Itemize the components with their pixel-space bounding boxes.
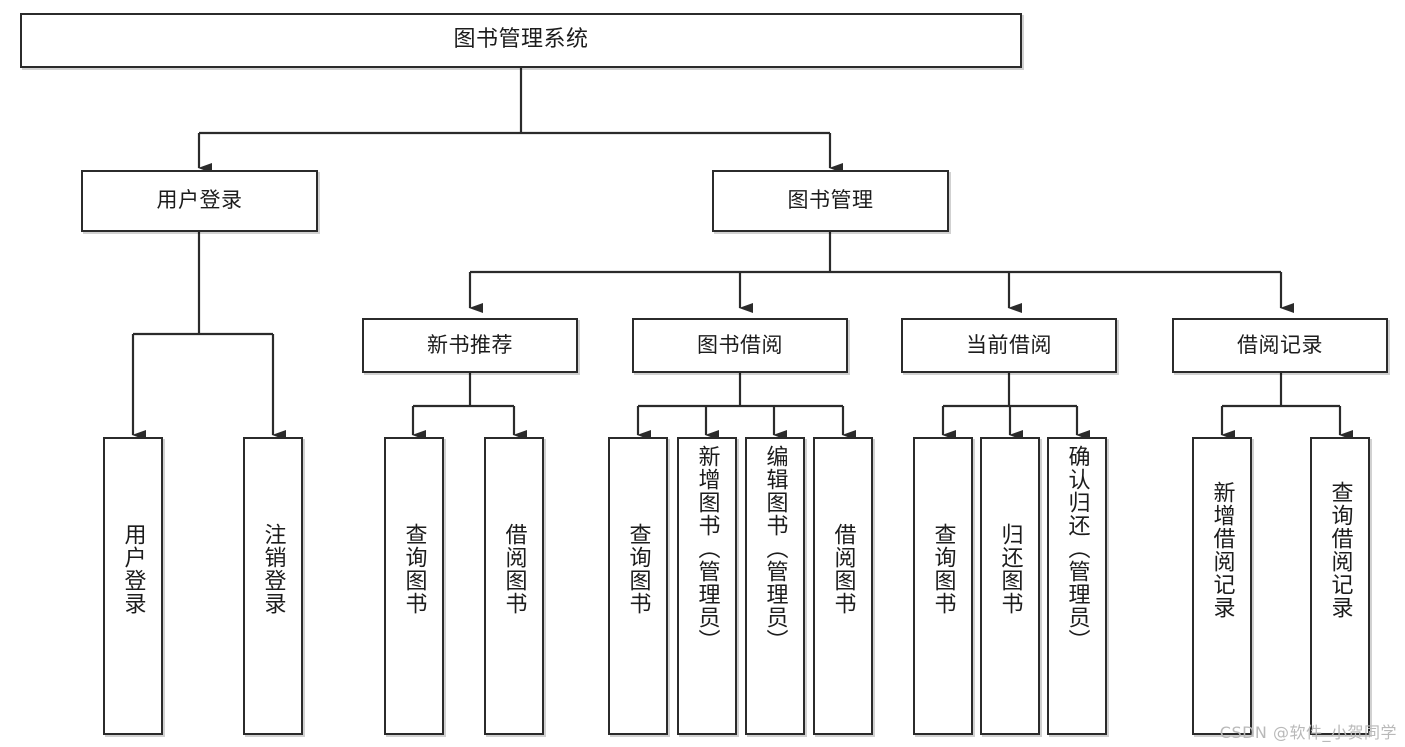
node-book-manage[interactable]: 图书管理 — [712, 170, 949, 232]
node-label: 图书管理系统 — [453, 27, 589, 53]
node-leaf-cur-return-book[interactable]: 归还图书 — [980, 437, 1040, 735]
node-label: 图书管理 — [787, 188, 874, 213]
node-leaf-rec-borrow-book[interactable]: 借阅图书 — [484, 437, 544, 735]
node-label: 查询图书 — [625, 523, 651, 615]
node-leaf-rec-query-book[interactable]: 查询图书 — [384, 437, 444, 735]
node-label: 新书推荐 — [427, 332, 513, 357]
node-borrow-record[interactable]: 借阅记录 — [1172, 318, 1388, 373]
node-label: 确认归还（管理员） — [1064, 445, 1090, 652]
node-leaf-cur-query-book[interactable]: 查询图书 — [913, 437, 973, 735]
node-leaf-borrow-add-book[interactable]: 新增图书（管理员） — [677, 437, 737, 735]
node-label: 查询图书 — [401, 523, 427, 615]
node-leaf-rec-query-record[interactable]: 查询借阅记录 — [1310, 437, 1370, 735]
node-leaf-user-logout[interactable]: 注销登录 — [243, 437, 303, 735]
node-label: 借阅图书 — [501, 523, 527, 615]
node-book-borrow[interactable]: 图书借阅 — [632, 318, 848, 373]
node-book-management-system[interactable]: 图书管理系统 — [20, 13, 1022, 68]
node-label: 归还图书 — [997, 523, 1023, 615]
node-label: 图书借阅 — [697, 332, 783, 357]
node-label: 用户登录 — [156, 188, 243, 213]
node-label: 用户登录 — [120, 523, 146, 615]
node-label: 新增借阅记录 — [1209, 481, 1235, 619]
node-user-login[interactable]: 用户登录 — [81, 170, 318, 232]
node-label: 当前借阅 — [966, 332, 1052, 357]
node-new-book-rec[interactable]: 新书推荐 — [362, 318, 578, 373]
node-label: 新增图书（管理员） — [694, 445, 720, 652]
node-label: 查询借阅记录 — [1327, 481, 1353, 619]
node-leaf-cur-confirm-return[interactable]: 确认归还（管理员） — [1047, 437, 1107, 735]
node-leaf-user-login[interactable]: 用户登录 — [103, 437, 163, 735]
node-leaf-borrow-query-book[interactable]: 查询图书 — [608, 437, 668, 735]
node-label: 编辑图书（管理员） — [762, 445, 788, 652]
node-leaf-borrow-edit-book[interactable]: 编辑图书（管理员） — [745, 437, 805, 735]
node-leaf-rec-add-record[interactable]: 新增借阅记录 — [1192, 437, 1252, 735]
node-current-borrow[interactable]: 当前借阅 — [901, 318, 1117, 373]
watermark: CSDN @软件_小贺同学 — [1219, 723, 1397, 742]
node-label: 借阅记录 — [1237, 332, 1323, 357]
node-leaf-borrow-borrow-book[interactable]: 借阅图书 — [813, 437, 873, 735]
node-label: 借阅图书 — [830, 523, 856, 615]
node-label: 查询图书 — [930, 523, 956, 615]
node-label: 注销登录 — [260, 523, 286, 615]
